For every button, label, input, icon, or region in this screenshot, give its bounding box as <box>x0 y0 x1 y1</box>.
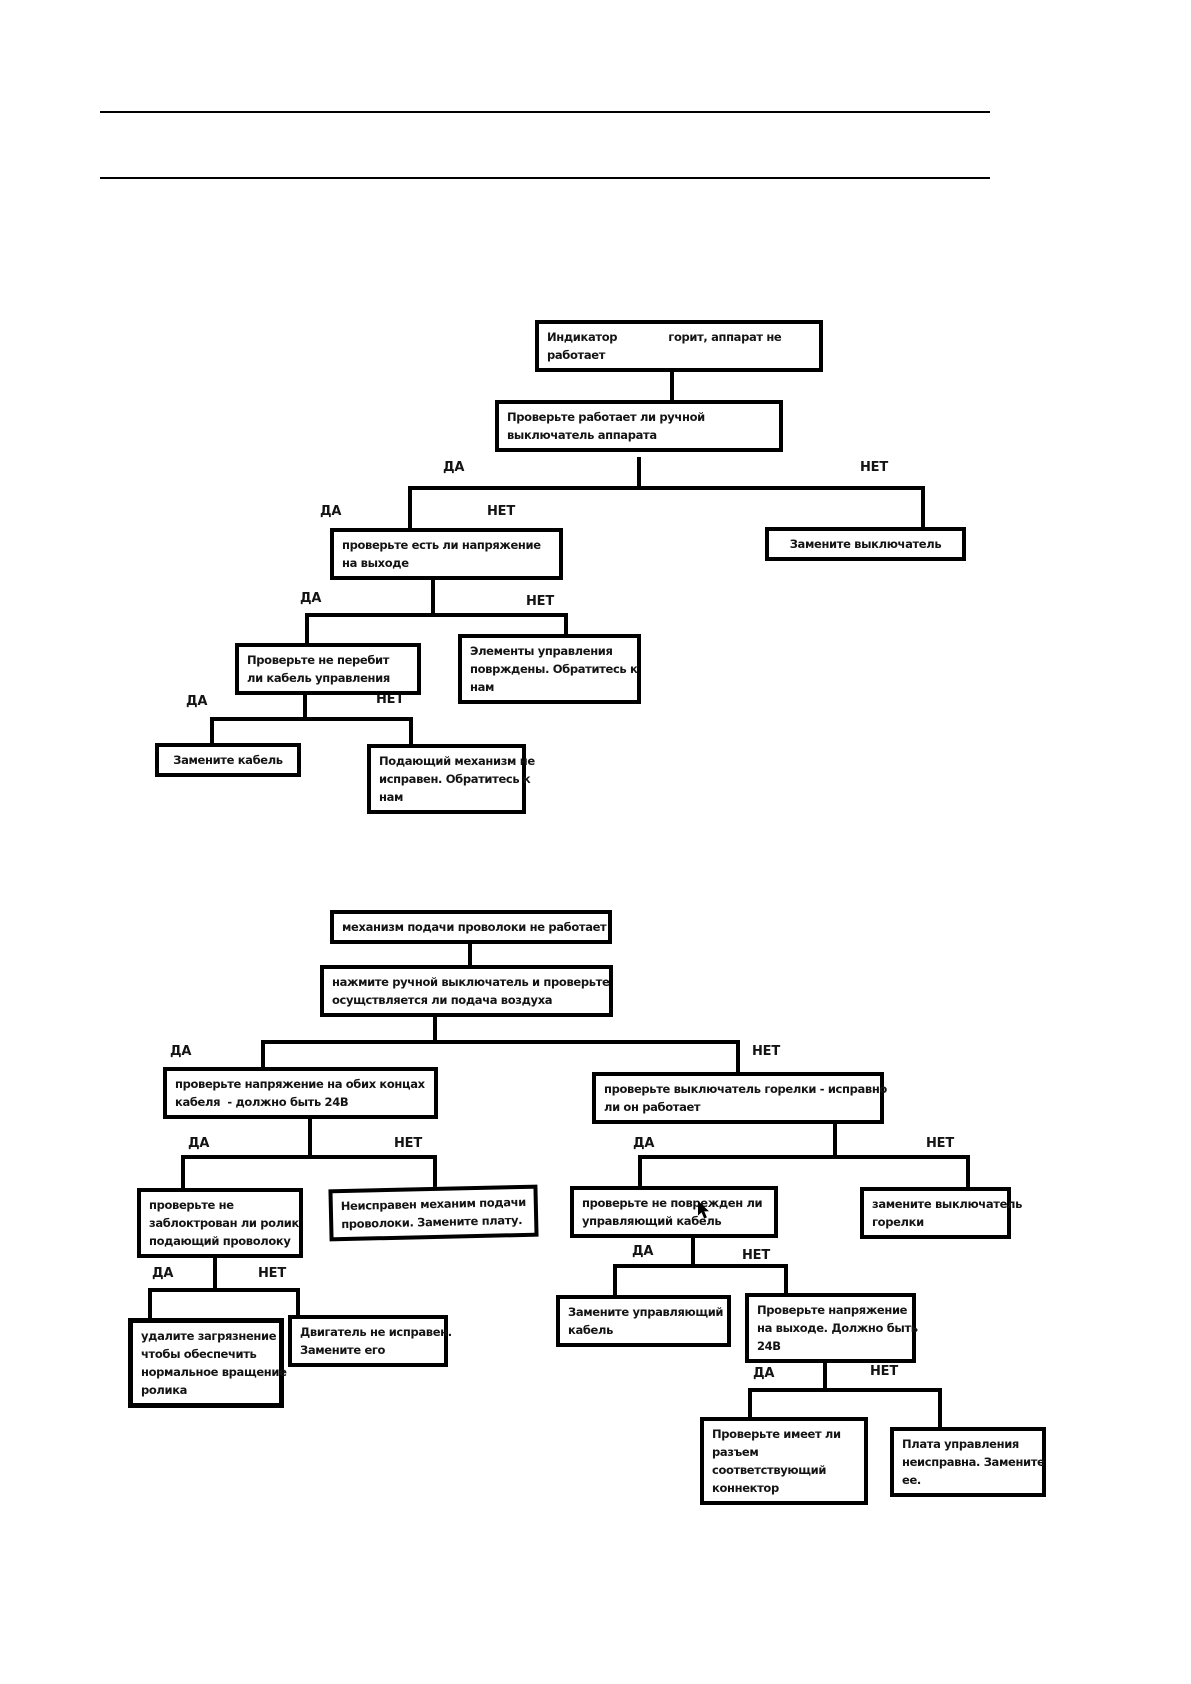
branch-label-no: НЕТ <box>526 594 555 609</box>
connector-line <box>261 1040 740 1044</box>
branch-label-yes: ДА <box>753 1366 775 1381</box>
branch-label-yes: ДА <box>152 1266 174 1281</box>
node-check-connector: Проверьте имеет ли разъем соответствующи… <box>700 1417 868 1505</box>
connector-line <box>613 1264 788 1268</box>
connector-line <box>303 686 307 718</box>
node-check-torch-switch: проверьте выключатель горелки - исправно… <box>592 1072 887 1124</box>
branch-label-no: НЕТ <box>752 1044 781 1059</box>
branch-label-no: НЕТ <box>926 1136 955 1151</box>
connector-line <box>784 1264 788 1294</box>
branch-label-no: НЕТ <box>394 1136 423 1151</box>
connector-line <box>638 1155 642 1187</box>
connector-line <box>638 1155 970 1159</box>
branch-label-no: НЕТ <box>487 504 516 519</box>
connector-line <box>966 1155 970 1188</box>
branch-label-yes: ДА <box>170 1044 192 1059</box>
branch-label-yes: ДА <box>633 1136 655 1151</box>
node-replace-control-cable: Замените управляющий кабель <box>556 1295 731 1347</box>
connector-line <box>148 1288 300 1292</box>
connector-line <box>823 1349 827 1389</box>
connector-line <box>468 940 472 966</box>
node-indicator-lit: Индикатор горит, аппарат не работает <box>535 320 823 372</box>
connector-line <box>670 369 674 401</box>
node-press-manual-switch: нажмите ручной выключатель и проверьте о… <box>320 965 613 1017</box>
node-check-control-cable-damage: проверьте не поврежден ли управляющий ка… <box>570 1186 778 1238</box>
connector-line <box>305 613 309 644</box>
node-motor-faulty: Двигатель не исправен. Замените его <box>288 1315 452 1367</box>
node-feeder-mech-replace-board: Неисправен механим подачи проволоки. Зам… <box>328 1184 539 1242</box>
connector-line <box>748 1388 752 1418</box>
connector-line <box>409 717 413 745</box>
branch-label-yes: ДА <box>300 591 322 606</box>
connector-line <box>613 1264 617 1296</box>
connector-line <box>833 1117 837 1156</box>
connector-line <box>637 457 641 487</box>
connector-line <box>408 486 925 490</box>
node-replace-torch-switch: замените выключатель горелки <box>860 1187 1022 1239</box>
connector-line <box>261 1040 265 1068</box>
connector-line <box>210 717 413 721</box>
branch-label-no: НЕТ <box>860 460 889 475</box>
node-board-faulty: Плата управления неисправна. Замените ее… <box>890 1427 1046 1497</box>
node-check-manual-switch: Проверьте работает ли ручной выключатель… <box>495 400 783 452</box>
connector-line <box>296 1288 300 1316</box>
branch-label-no: НЕТ <box>870 1364 899 1379</box>
branch-label-no: НЕТ <box>742 1248 771 1263</box>
connector-line <box>938 1388 942 1428</box>
node-check-roller-blocked: проверьте не заблоктрован ли ролик подаю… <box>137 1188 303 1258</box>
connector-line <box>431 580 435 614</box>
branch-label-yes: ДА <box>188 1136 210 1151</box>
connector-line <box>308 1118 312 1156</box>
node-check-output-24v: Проверьте напряжение на выходе. Должно б… <box>745 1293 918 1363</box>
branch-label-yes: ДА <box>632 1244 654 1259</box>
branch-label-yes: ДА <box>443 460 465 475</box>
connector-line <box>748 1388 942 1392</box>
connector-line <box>210 717 214 744</box>
node-feeder-faulty: Подающий механизм не исправен. Обратитес… <box>367 744 535 814</box>
node-replace-cable: Замените кабель <box>155 743 301 777</box>
connector-line <box>408 486 412 529</box>
node-controls-damaged: Элементы управления поврждены. Обратитес… <box>458 634 641 704</box>
connector-line <box>921 486 925 528</box>
node-check-control-cable: Проверьте не перебит ли кабель управлени… <box>235 643 421 695</box>
connector-line <box>181 1155 185 1189</box>
branch-label-yes: ДА <box>186 694 208 709</box>
node-remove-dirt: удалите загрязнение чтобы обеспечить нор… <box>128 1318 287 1408</box>
header-rule-bottom <box>100 177 990 179</box>
connector-line <box>148 1288 152 1319</box>
connector-line <box>691 1229 695 1265</box>
connector-line <box>736 1040 740 1073</box>
branch-label-no: НЕТ <box>376 692 405 707</box>
node-check-cable-ends-24v: проверьте напряжение на обих концах кабе… <box>163 1067 438 1119</box>
node-check-output-voltage: проверьте есть ли напряжение на выходе <box>330 528 563 580</box>
branch-label-yes: ДА <box>320 504 342 519</box>
header-rule-top <box>100 111 990 113</box>
connector-line <box>305 613 568 617</box>
branch-label-no: НЕТ <box>258 1266 287 1281</box>
connector-line <box>213 1250 217 1289</box>
connector-line <box>181 1155 437 1159</box>
node-replace-switch: Замените выключатель <box>765 527 966 561</box>
connector-line <box>433 1155 437 1188</box>
connector-line <box>564 613 568 635</box>
mouse-cursor-icon <box>698 1201 709 1219</box>
connector-line <box>433 1017 437 1041</box>
node-feeder-not-working: механизм подачи проволоки не работает <box>330 910 612 944</box>
